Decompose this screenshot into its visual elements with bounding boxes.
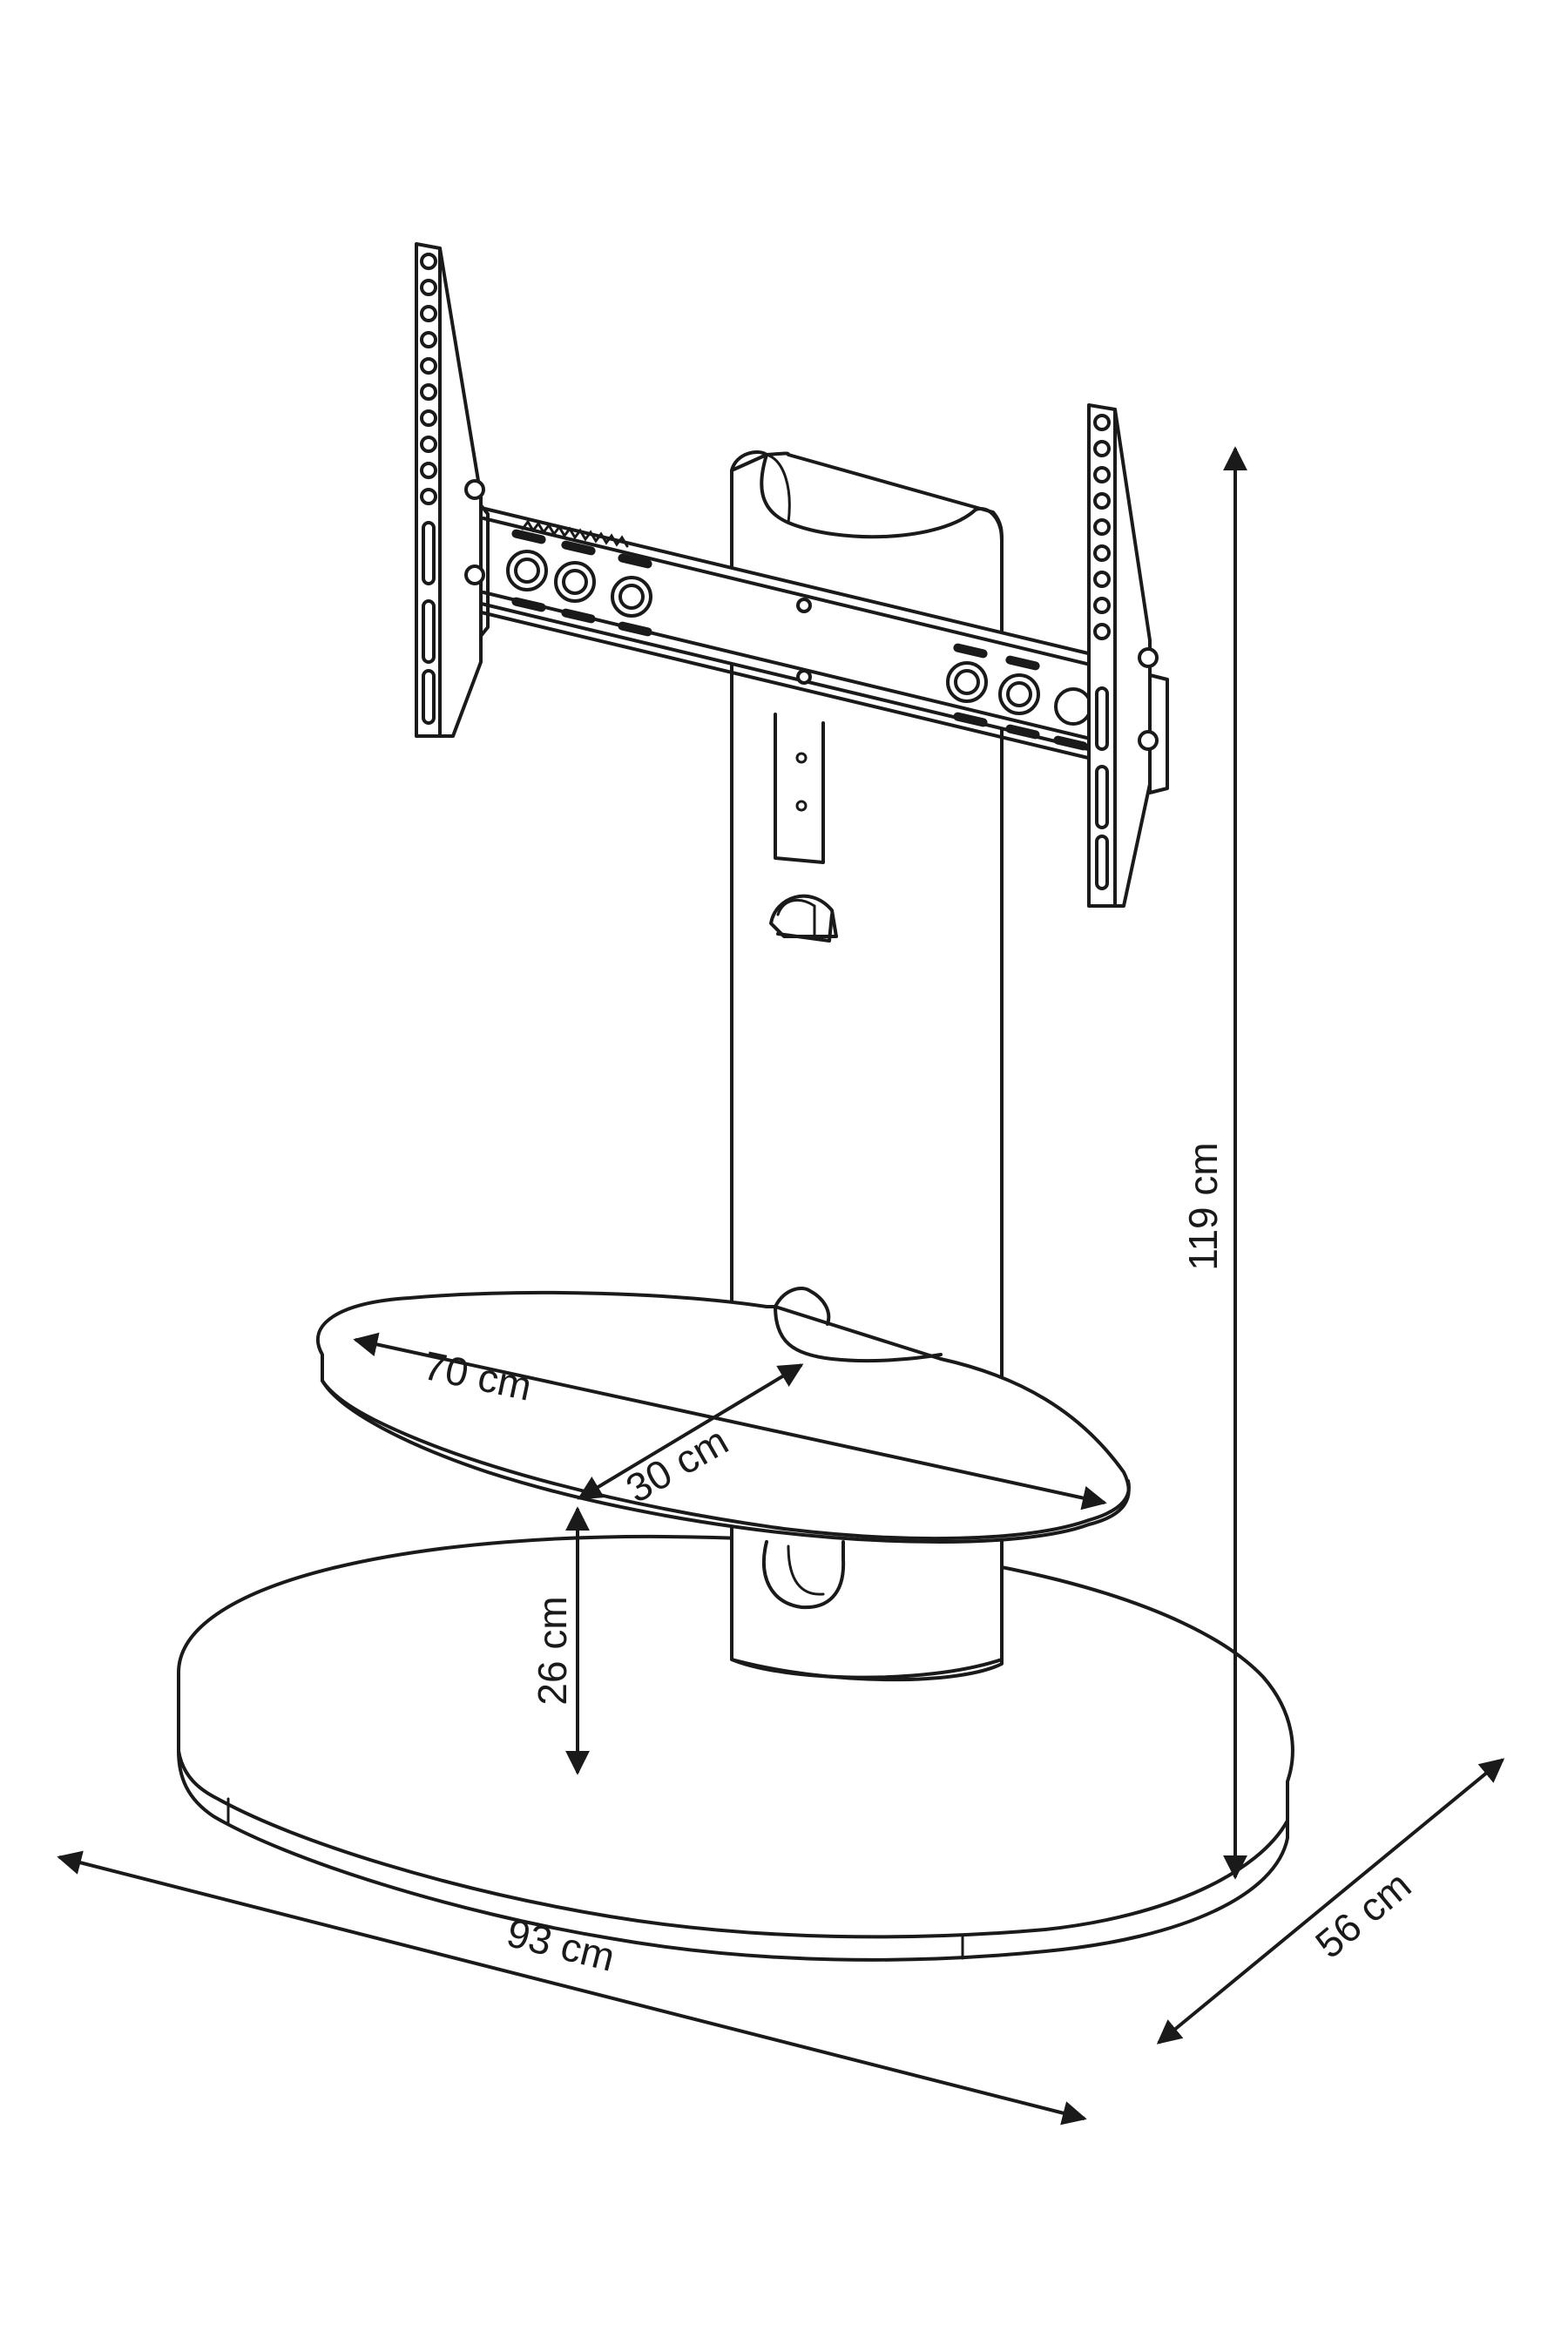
tv-arm-right [1087,403,1169,908]
dimension-shelf-height-label: 26 cm [530,1596,575,1705]
dimension-base-depth-label: 56 cm [1307,1862,1419,1967]
dimension-height-label: 119 cm [1180,1142,1226,1270]
tv-arm-left [415,242,490,738]
dimension-shelf-height: 26 cm [530,1506,590,1775]
dimension-height: 119 cm [1180,446,1247,1880]
glass-shelf [315,1287,1131,1544]
